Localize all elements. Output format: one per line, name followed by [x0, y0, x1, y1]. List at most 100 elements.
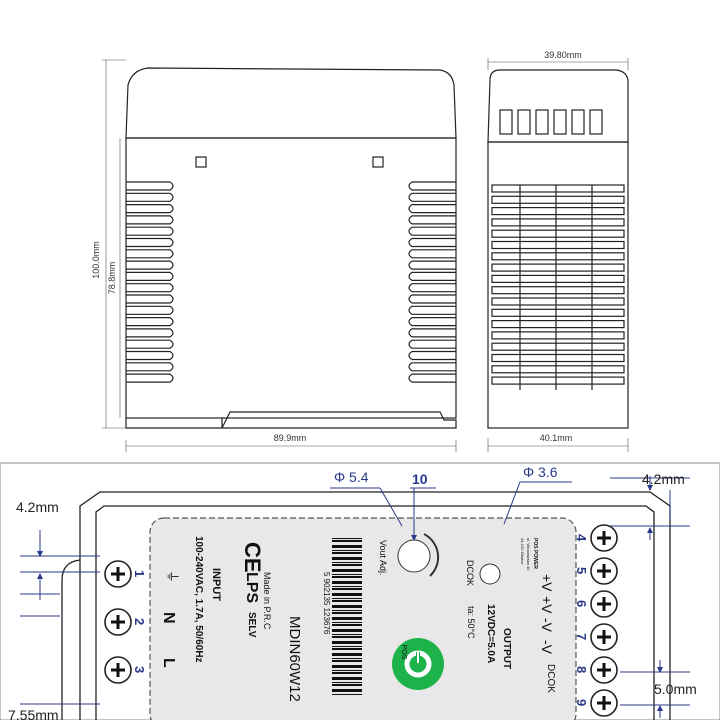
side-vent-fins [491, 184, 625, 390]
barcode-bar [332, 593, 362, 596]
company-line-2: 44-120 Gliwice [520, 538, 525, 565]
vent-fin [126, 271, 174, 281]
side-fin [491, 195, 625, 204]
barcode-bar [332, 648, 362, 650]
terminal-number: 1 [132, 570, 147, 577]
dim-total-height: 100.0mm [91, 241, 101, 279]
barcode-bar [332, 610, 362, 611]
dcok-led [479, 563, 501, 585]
barcode-bar [332, 581, 362, 584]
side-fin [491, 286, 625, 295]
side-fin [491, 229, 625, 238]
vent-fin [126, 226, 174, 236]
vent-fin [126, 204, 174, 214]
side-fin [491, 252, 625, 261]
vent-fin [126, 350, 174, 361]
side-fin [491, 353, 625, 363]
side-fin [491, 365, 625, 374]
front-view [125, 67, 457, 429]
dim-top-right: 4.2mm [642, 471, 685, 487]
barcode-bar [332, 672, 362, 674]
dim-inner-height: 78.8mm [107, 262, 117, 295]
barcode-bar [332, 538, 362, 539]
vent-fin [126, 328, 174, 338]
terminal-slot [571, 109, 585, 135]
input-spec: 100-240VAC, 1.7A, 50/60Hz [193, 536, 204, 663]
barcode-bar [332, 665, 362, 668]
vent-fin [126, 283, 174, 293]
vent-fin [408, 373, 456, 383]
vent-fin [408, 260, 456, 270]
side-fin [491, 297, 625, 306]
callout-hole-large: Φ 5.4 [334, 469, 369, 485]
screw-terminal: 7 [574, 623, 618, 651]
barcode-bar [332, 689, 362, 692]
left-vent-fins [126, 181, 174, 383]
side-fin [491, 218, 625, 227]
side-fin [491, 207, 625, 216]
terminal-slot [553, 109, 567, 135]
screw-terminal: 5 [574, 557, 618, 585]
vent-fin [408, 226, 456, 236]
barcode-bar [332, 653, 362, 656]
barcode-bar [332, 564, 362, 566]
terminal-slot [517, 109, 531, 135]
front-dimensions [102, 59, 457, 452]
side-fin [491, 263, 625, 272]
dim-side-top-width: 39.80mm [544, 50, 582, 60]
barcode-bar [332, 617, 362, 620]
model-number: MDIN60W12 [286, 616, 303, 702]
vent-fin [408, 192, 456, 202]
dim-top-left: 4.2mm [16, 499, 59, 515]
side-fin [491, 240, 625, 250]
neutral-mark: N [160, 612, 177, 624]
vent-fin [408, 215, 456, 225]
ambient-temp: ta: 50°C [466, 606, 476, 639]
barcode-bar [332, 634, 362, 635]
screw-terminal: 8 [574, 656, 618, 684]
barcode-bar [332, 598, 362, 599]
barcode-bar [332, 605, 362, 608]
terminal-number: 8 [574, 666, 589, 673]
line-mark: L [160, 658, 177, 668]
barcode-bar [332, 660, 362, 662]
side-fin [491, 342, 625, 351]
barcode-bar [332, 636, 362, 638]
company-name: POS POWER [532, 538, 538, 569]
barcode-bar [332, 545, 362, 548]
side-dimensions [487, 58, 629, 452]
vent-fin [126, 215, 174, 225]
vent-fin [408, 283, 456, 293]
vout-adj-label: Vout Adj. [378, 540, 388, 576]
vent-fin [408, 294, 456, 304]
vent-fin [126, 305, 174, 315]
vent-fin [408, 362, 456, 372]
vent-fin [408, 204, 456, 214]
output-terminal-plus-1: +V [539, 574, 555, 592]
barcode-bar [332, 600, 362, 602]
bottom-panel-frame [0, 462, 720, 720]
side-fin [491, 308, 625, 317]
vent-fin [408, 249, 456, 259]
logo-text: POS [400, 645, 407, 660]
screw-terminal: 4 [574, 524, 618, 552]
terminal-number: 7 [574, 633, 589, 640]
side-view [487, 69, 629, 429]
company-line-1: ul. Wrocławska 40 [526, 538, 531, 571]
terminal-number: 3 [132, 666, 147, 673]
vent-fin [126, 237, 174, 248]
ce-mark: CE [240, 542, 265, 573]
vent-fin [408, 237, 456, 248]
input-title: INPUT [210, 568, 222, 601]
barcode-bar [332, 574, 362, 575]
barcode-bar [332, 569, 362, 572]
side-fin [491, 331, 625, 340]
pos-logo: POS [392, 638, 444, 690]
side-terminal-slots [499, 109, 603, 135]
terminal-number: 6 [574, 600, 589, 607]
terminal-slot [589, 109, 603, 135]
barcode-bar [332, 588, 362, 590]
barcode-bar [332, 540, 362, 542]
barcode-bar [332, 612, 362, 614]
